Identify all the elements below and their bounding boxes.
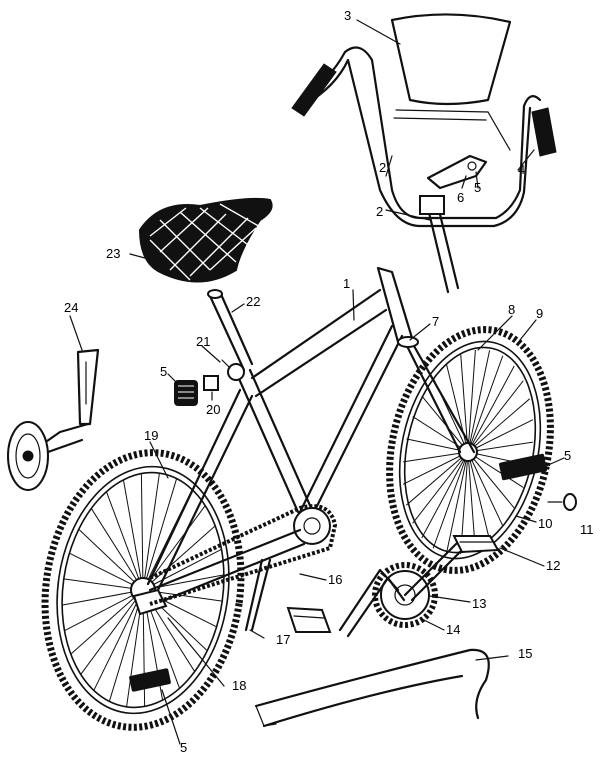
frame: [132, 266, 414, 616]
chain: [149, 504, 338, 606]
callout-10: 10: [538, 516, 552, 531]
seat: [138, 197, 273, 283]
spoke: [467, 451, 504, 526]
callout-4: 4: [518, 162, 525, 177]
spoke: [140, 473, 144, 591]
callout-12: 12: [546, 558, 560, 573]
left-grip: [291, 63, 337, 117]
spoke: [69, 552, 144, 591]
rear-wheel-reflector: [129, 668, 171, 692]
callout-5-rear-reflector: 5: [180, 740, 187, 755]
spoke: [142, 473, 160, 591]
spoke: [402, 451, 469, 485]
callout-23: 23: [106, 246, 120, 261]
callout-18: 18: [232, 678, 246, 693]
callout-labels: 3 4 2 2 5 6 1 7 8 9 5 10 11 12 13 14 15 …: [64, 8, 594, 755]
spoke: [467, 355, 504, 453]
spoke: [467, 451, 476, 550]
seat-quilt-pattern: [149, 203, 263, 281]
rear-wheel-spokes: [62, 473, 224, 707]
training-wheel: [7, 348, 100, 491]
callout-17: 17: [276, 632, 290, 647]
callout-3: 3: [344, 8, 351, 23]
spoke: [467, 451, 515, 509]
spoke: [467, 398, 530, 453]
kickstand: [244, 558, 272, 632]
crank-set: [338, 538, 468, 638]
front-plate: [390, 13, 512, 151]
spoke: [467, 365, 515, 453]
reflector-bracket: [203, 375, 219, 391]
callout-8: 8: [508, 302, 515, 317]
left-pedal: [286, 606, 332, 633]
spoke: [421, 451, 469, 539]
spoke: [90, 508, 144, 591]
callout-7: 7: [432, 314, 439, 329]
spoke: [412, 451, 469, 524]
spoke: [460, 354, 469, 453]
axle-nut: [563, 493, 577, 511]
spoke: [122, 479, 144, 591]
spoke: [142, 505, 206, 591]
spoke: [142, 548, 222, 591]
callout-24: 24: [64, 300, 78, 315]
callout-19: 19: [144, 428, 158, 443]
callout-20: 20: [206, 402, 220, 417]
right-grip: [531, 107, 557, 157]
spoke: [105, 491, 144, 591]
callout-13: 13: [472, 596, 486, 611]
chain-guard: [254, 648, 490, 728]
callout-11: 11: [580, 522, 594, 537]
callout-5-front-reflector: 5: [564, 448, 571, 463]
rear-wheel: [41, 449, 245, 731]
fork: [397, 336, 476, 454]
spoke: [445, 364, 469, 453]
spoke: [467, 451, 524, 488]
brake-lever: [426, 154, 488, 190]
spoke: [64, 589, 144, 632]
spoke: [142, 525, 216, 591]
rear-reflector: [174, 380, 198, 406]
spoke: [70, 589, 144, 655]
callout-6: 6: [457, 190, 464, 205]
spoke: [467, 451, 491, 540]
seat-clamp: [221, 359, 245, 381]
spoke: [63, 578, 144, 591]
callout-16: 16: [328, 572, 342, 587]
spoke: [142, 478, 178, 591]
spoke: [93, 589, 144, 691]
spoke: [62, 589, 144, 606]
callout-22: 22: [246, 294, 260, 309]
handlebar: [291, 46, 557, 294]
spoke: [445, 451, 469, 554]
spoke: [467, 350, 491, 453]
callout-21: 21: [196, 334, 210, 349]
seat-post: [207, 289, 254, 372]
spoke: [467, 419, 534, 453]
callout-9: 9: [536, 306, 543, 321]
callout-2-upper: 2: [379, 160, 386, 175]
callout-5-handlebar: 5: [474, 180, 481, 195]
callout-14: 14: [446, 622, 460, 637]
callout-1: 1: [343, 276, 350, 291]
spoke: [412, 416, 469, 453]
spoke: [406, 451, 469, 506]
spoke: [432, 451, 469, 549]
right-pedal: [452, 535, 500, 554]
spoke: [403, 451, 469, 463]
leader-lines: [69, 19, 565, 745]
callout-2-lower: 2: [376, 204, 383, 219]
spoke: [467, 441, 533, 453]
callout-5-seat-reflector: 5: [160, 364, 167, 379]
spoke: [467, 349, 476, 453]
spoke: [80, 589, 144, 675]
spoke: [78, 528, 144, 591]
front-wheel-reflector: [499, 453, 547, 481]
spoke: [467, 380, 524, 453]
callout-15: 15: [518, 646, 532, 661]
